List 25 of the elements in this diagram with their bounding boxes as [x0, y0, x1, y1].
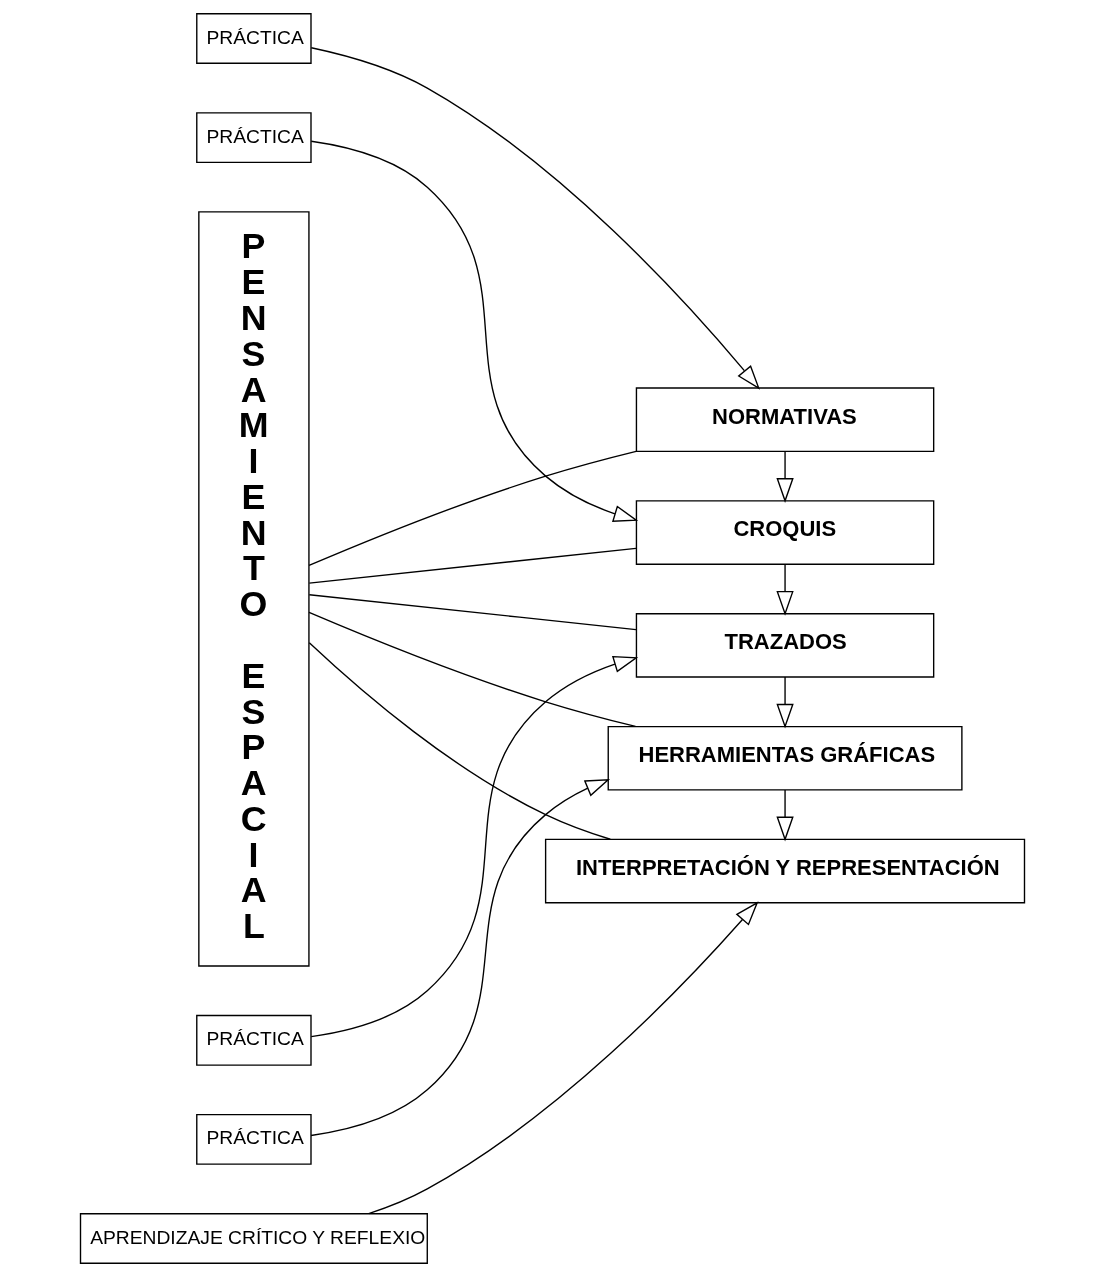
node-box: PRÁCTICA	[196, 1113, 312, 1165]
connector	[308, 547, 637, 584]
connector	[308, 642, 611, 840]
arrow	[776, 789, 794, 842]
arrow	[776, 450, 794, 503]
node-box: NORMATIVAS	[635, 387, 935, 453]
arrow	[310, 778, 611, 1137]
node-box: PRÁCTICA	[196, 112, 312, 164]
node-box: INTERPRETACIÓN Y REPRESENTACIÓN	[544, 838, 1026, 904]
node-box: TRAZADOS	[635, 613, 935, 678]
node-box: PENSAMIENTO ESPACIAL	[198, 211, 310, 967]
connector	[308, 611, 637, 728]
node-box: PRÁCTICA	[196, 13, 312, 64]
arrow	[368, 901, 759, 1215]
arrow	[310, 140, 639, 522]
node-box: HERRAMIENTAS GRÁFICAS	[607, 725, 963, 791]
connector	[308, 594, 637, 631]
arrow	[776, 563, 794, 616]
arrow	[310, 47, 761, 390]
node-box: CROQUIS	[635, 500, 935, 565]
connector	[308, 450, 637, 567]
arrow	[776, 676, 794, 729]
node-box: PRÁCTICA	[196, 1014, 312, 1066]
node-box: APRENDIZAJE CRÍTICO Y REFLEXIO	[79, 1213, 428, 1264]
arrow	[310, 655, 639, 1038]
